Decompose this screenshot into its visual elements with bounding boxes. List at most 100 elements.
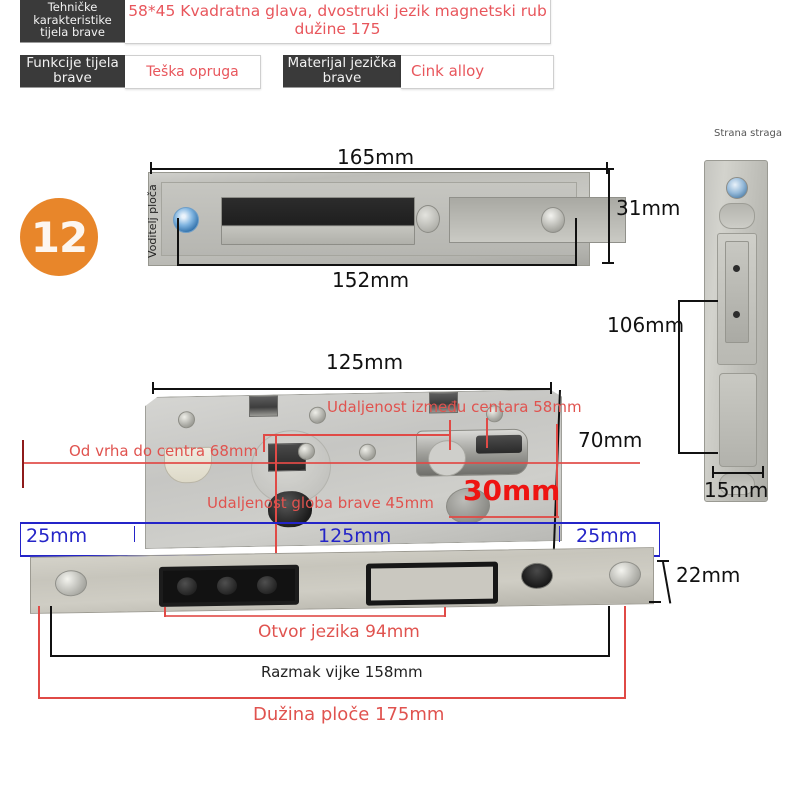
- dim-line-screw-spacing: [50, 655, 610, 657]
- annotation-backset: Udaljenost globa brave 45mm: [207, 494, 434, 512]
- dim-tick-165-left: [150, 162, 152, 174]
- dim-tick-31-top: [602, 168, 614, 170]
- spec-key-function: Funkcije tijela brave: [20, 55, 125, 87]
- dim-label-plate-length: Dužina ploče 175mm: [253, 704, 445, 725]
- spec-row-material: Materijal jezička brave Cink alloy: [283, 55, 554, 89]
- faceplate-image: [30, 547, 654, 614]
- lock-body-hook-tip: [476, 435, 522, 454]
- dim-tick-30-center: [486, 418, 488, 448]
- dim-tick-blue-25-right: [559, 526, 560, 542]
- dim-line-31: [608, 168, 610, 264]
- lock-body-screw-tm: [309, 407, 326, 424]
- dim-tick-125-right: [550, 382, 552, 394]
- side-part-body: [719, 373, 757, 467]
- spec-row-technical: Tehničke karakteristike tijela brave 58*…: [20, 0, 551, 44]
- dim-line-top-to-center: [22, 462, 640, 464]
- dim-leader-106-top: [678, 300, 718, 302]
- dim-line-blue-top: [20, 522, 660, 524]
- dim-line-blue-left-edge: [20, 522, 21, 556]
- annotation-top-to-center: Od vrha do centra 68mm: [69, 442, 259, 460]
- dim-line-latch-opening: [164, 615, 446, 617]
- faceplate-dark-hole: [521, 562, 553, 590]
- dim-label-15: 15mm: [704, 478, 769, 502]
- side-part-top-slot: [719, 203, 755, 229]
- side-part-image: [704, 160, 768, 502]
- dim-label-22: 22mm: [676, 563, 741, 587]
- strike-plate-latch-recess: [449, 197, 626, 243]
- dim-tick-top-to-center-left: [22, 440, 24, 488]
- dim-line-center-distance: [263, 434, 451, 436]
- spec-value-material: Cink alloy: [401, 55, 554, 89]
- dim-leader-106-bottom: [678, 452, 718, 454]
- dim-label-25-right: 25mm: [576, 525, 638, 547]
- dim-tick-31-bottom: [602, 262, 614, 264]
- spec-row-function: Funkcije tijela brave Teška opruga: [20, 55, 261, 89]
- dim-leader-plate-right: [624, 606, 626, 698]
- side-part-top-bolt: [726, 177, 748, 199]
- dim-label-latch-opening: Otvor jezika 94mm: [258, 622, 420, 642]
- dim-leader-screw-left: [50, 606, 52, 656]
- dim-label-165: 165mm: [337, 145, 415, 169]
- dim-label-106: 106mm: [607, 313, 685, 337]
- dim-line-blue-right-edge: [659, 522, 660, 556]
- dim-tick-latch-right: [444, 607, 446, 617]
- dim-label-125-top: 125mm: [326, 350, 404, 374]
- dim-label-125-mid: 125mm: [318, 525, 392, 547]
- dim-label-25-left: 25mm: [26, 525, 88, 547]
- lock-body-tab-left: [249, 395, 278, 417]
- dim-line-152: [177, 264, 577, 266]
- spec-key-technical: Tehničke karakteristike tijela brave: [20, 0, 125, 42]
- dim-tick-15-left: [712, 466, 714, 478]
- strike-plate-magnetic-recess: [221, 197, 415, 245]
- lock-body-screw-tl: [178, 411, 195, 428]
- dim-tick-15-right: [762, 466, 764, 478]
- faceplate-bolt-2: [217, 576, 237, 595]
- side-part-inner-plate: [725, 241, 749, 343]
- dim-label-31: 31mm: [616, 196, 681, 220]
- dim-tick-22-bottom: [649, 601, 661, 603]
- faceplate-screwhole-left: [55, 570, 87, 597]
- dim-line-22: [662, 561, 672, 604]
- dim-tick-blue-25-left: [134, 526, 135, 542]
- dim-label-screw-spacing: Razmak vijke 158mm: [261, 663, 423, 681]
- spec-key-material: Materijal jezička brave: [283, 55, 401, 87]
- dim-tick-center-distance-right: [449, 420, 451, 450]
- dim-leader-screw-right: [608, 606, 610, 656]
- dim-line-30-bottom: [449, 516, 559, 518]
- side-part-strip: [717, 233, 757, 365]
- faceplate-bolt-3: [257, 576, 277, 595]
- step-number-label: 12: [30, 212, 88, 262]
- annotation-center-distance: Udaljenost između centara 58mm: [327, 398, 582, 416]
- strike-plate-bolt-right: [541, 207, 565, 233]
- side-part-pin-lower: [733, 311, 740, 318]
- dim-leader-plate-left: [38, 606, 40, 698]
- dim-label-70: 70mm: [578, 428, 643, 452]
- side-part-label: Strana straga: [714, 128, 782, 139]
- dim-leader-152-left: [177, 218, 179, 266]
- dim-line-plate-length: [38, 697, 626, 699]
- dim-tick-125-left: [152, 382, 154, 394]
- dim-tick-latch-left: [164, 607, 166, 617]
- dim-label-30: 30mm: [463, 474, 561, 507]
- dim-leader-152-right: [575, 218, 577, 266]
- dim-line-106: [678, 300, 680, 454]
- dim-line-165: [150, 168, 608, 170]
- faceplate-bolt-1: [177, 577, 197, 596]
- dim-line-125-top: [152, 388, 552, 390]
- dim-line-15: [712, 472, 764, 474]
- dim-label-152: 152mm: [332, 268, 410, 292]
- side-part-pin-upper: [733, 265, 740, 272]
- strike-plate-image: [148, 172, 626, 266]
- dim-tick-center-distance-left: [263, 434, 265, 452]
- lock-body-screw-mid2: [359, 444, 376, 461]
- faceplate-bolt-opening: [159, 564, 299, 607]
- strike-plate-center-screw: [416, 205, 440, 233]
- dim-line-backset: [275, 434, 277, 556]
- dim-tick-22-top: [657, 560, 669, 562]
- dim-line-30-right: [556, 424, 558, 516]
- faceplate-screwhole-right: [609, 561, 641, 588]
- faceplate-latch-opening: [366, 561, 498, 606]
- spec-value-function: Teška opruga: [125, 55, 261, 89]
- spec-value-technical: 58*45 Kvadratna glava, dvostruki jezik m…: [125, 0, 551, 44]
